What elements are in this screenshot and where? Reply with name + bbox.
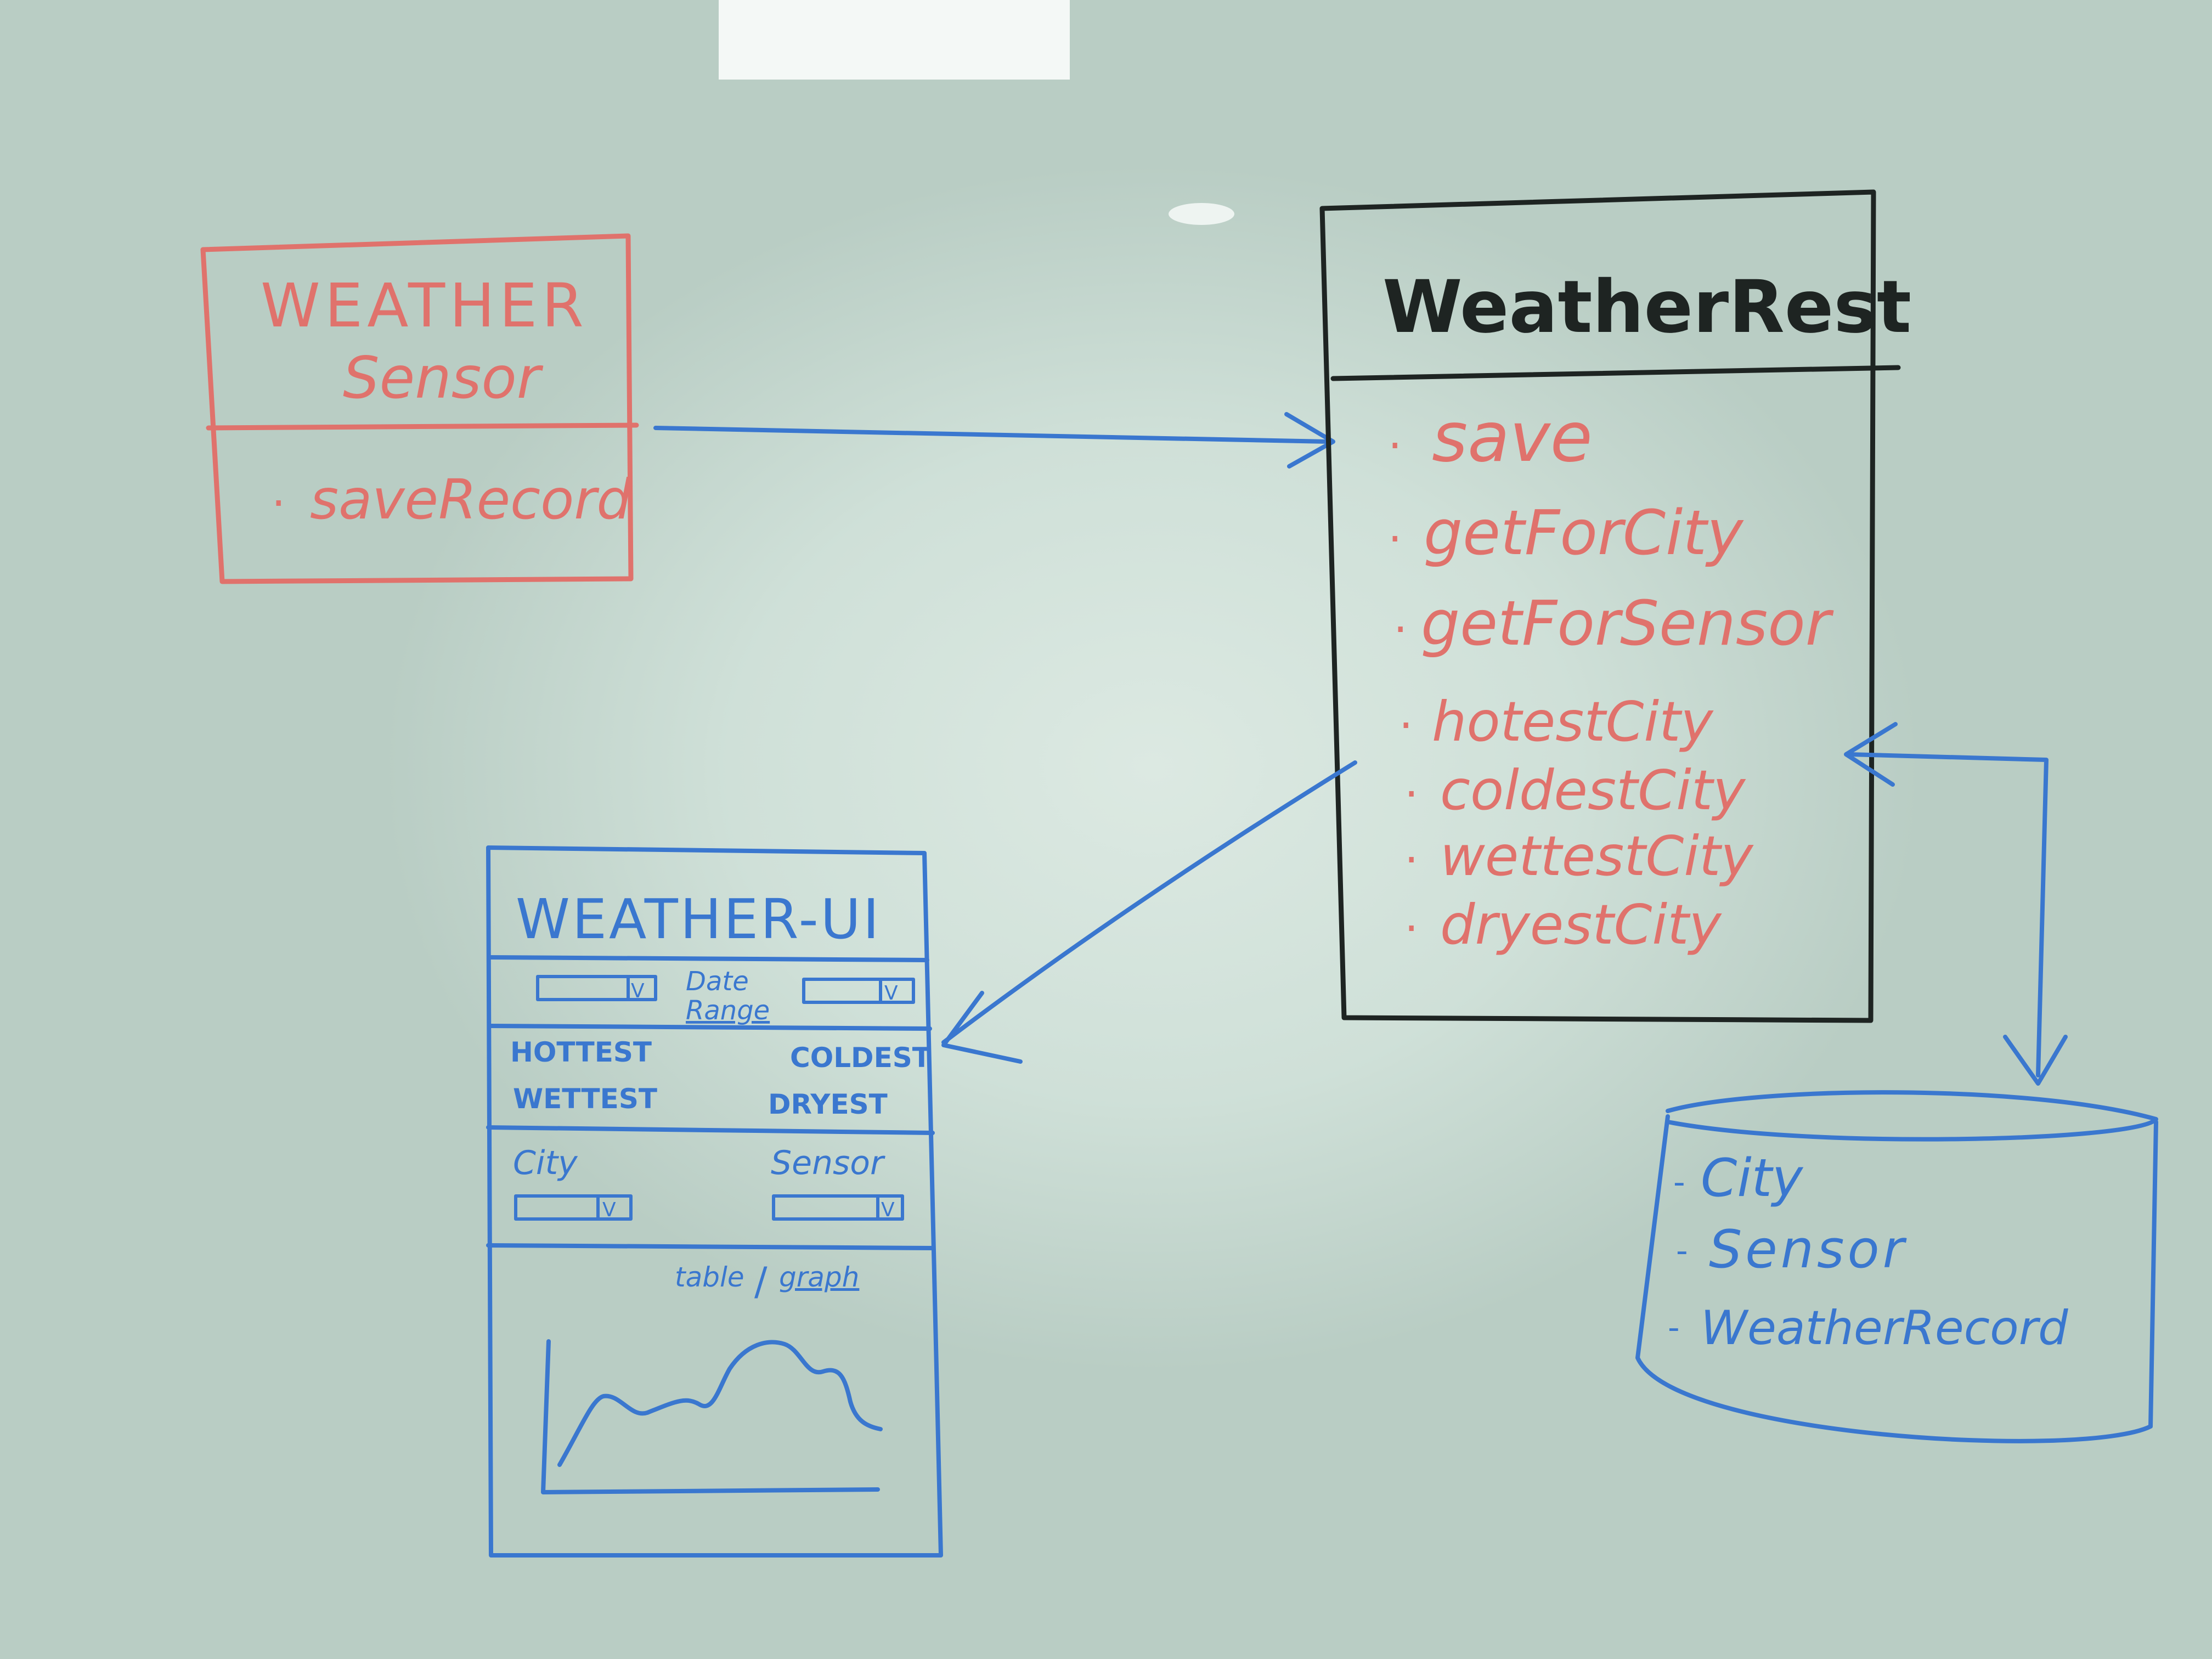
sensor-box-divider [206,422,639,431]
date-range-label-line1: Date [686,966,749,997]
arrow-head [941,991,1023,1064]
bullet: · [1388,514,1402,565]
arrow-rest-database [1844,722,2068,1086]
sensor-method-save-record: saveRecord [310,467,631,532]
sensor-method-bullet: · [272,478,285,529]
bullet: · [1393,604,1407,655]
sensor-dropdown[interactable] [772,1194,904,1221]
filter-panel: City V Sensor V [513,1144,904,1221]
bullet: - [1676,1232,1688,1270]
stat-hottest: HOTTEST [510,1036,652,1068]
rest-method-dryest-city: dryestCity [1440,893,1722,957]
toggle-table[interactable]: table [675,1261,744,1293]
db-body [1635,1114,2158,1443]
rest-method-get-for-city: getForCity [1424,498,1744,569]
date-range-label-line2: Range [686,995,770,1026]
weather-ui-box: WEATHER-UI V Date Range V HOTTEST COLDES… [486,845,943,1558]
rest-method-save: save [1432,398,1593,477]
sensor-box-outline [200,233,634,584]
sensor-dropdown-chevron[interactable]: V [881,1199,895,1221]
city-dropdown[interactable] [514,1194,633,1221]
stat-coldest: COLDEST [790,1042,931,1074]
arrow-line [941,760,1357,1045]
rest-box-outline [1319,189,1876,1023]
date-from-dropdown[interactable] [536,975,657,1001]
bullet: · [1404,903,1418,954]
db-top [1666,1090,2158,1142]
rest-method-hotest-city: hotestCity [1432,690,1714,754]
weather-sensor-box: WEATHER Sensor · saveRecord [200,233,639,584]
arrow-rest-to-ui [941,760,1357,1064]
sensor-title-line1: WEATHER [261,270,588,341]
arrow-line [653,426,1330,444]
rest-title: WeatherRest [1383,265,1911,349]
rest-box-divider [1330,365,1901,381]
db-table-list: - City - Sensor - WeatherRecord [1668,1148,2068,1356]
db-table-sensor: Sensor [1709,1220,1908,1280]
arrow-head [1284,412,1335,469]
bullet: · [1404,769,1418,820]
graph-line [557,1340,883,1467]
bullet: · [1388,420,1402,471]
date-to-dropdown[interactable] [802,978,915,1004]
date-range-row: V Date Range V [536,966,915,1026]
sketch-graph [541,1339,883,1494]
bullet: · [1399,700,1413,751]
view-toggle: table / graph [675,1259,859,1304]
rest-method-list: · save · getForCity · getForSensor · hot… [1388,398,1834,957]
bullet: · [1404,834,1418,885]
database-cylinder: - City - Sensor - WeatherRecord [1635,1090,2158,1443]
bullet: - [1668,1308,1680,1347]
light-glare [1169,203,1234,225]
weather-rest-box: WeatherRest · save · getForCity · getFor… [1319,189,1911,1023]
rest-method-coldest-city: coldestCity [1440,758,1746,822]
arrow-head-db [2003,1035,2068,1086]
city-label: City [513,1144,578,1182]
date-to-chevron[interactable]: V [884,982,898,1005]
arrow-head-rest [1844,722,1898,787]
arrow-line [1847,752,2049,1077]
ui-box-outline [486,845,943,1558]
toggle-separator: / [754,1259,768,1304]
stat-dryest: DRYEST [768,1088,888,1120]
ui-divider-4 [486,1243,935,1250]
stats-panel: HOTTEST COLDEST WETTEST DRYEST [510,1036,931,1120]
bullet: - [1673,1163,1685,1201]
stat-wettest: WETTEST [513,1083,657,1115]
city-dropdown-chevron[interactable]: V [602,1199,616,1221]
rest-method-wettest-city: wettestCity [1440,824,1754,888]
sensor-title-line2: Sensor [343,345,544,411]
sensor-label: Sensor [771,1144,885,1182]
db-table-city: City [1701,1148,1804,1209]
ui-divider-1 [489,955,929,962]
ui-divider-2 [489,1024,932,1031]
arrow-sensor-to-rest [653,412,1335,469]
light-reflection [719,0,1070,80]
graph-axes [541,1339,880,1494]
db-table-weather-record: WeatherRecord [1701,1301,2068,1356]
ui-divider-3 [486,1125,935,1135]
rest-method-get-for-sensor: getForSensor [1421,588,1834,659]
date-from-chevron[interactable]: V [631,980,645,1002]
ui-title: WEATHER-UI [516,887,881,951]
toggle-graph[interactable]: graph [779,1261,859,1293]
